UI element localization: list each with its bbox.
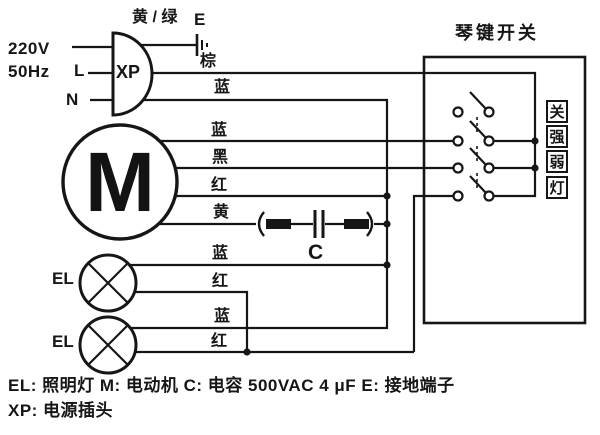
- lamp1-red-wire: [134, 290, 249, 352]
- switch-lever-1: [469, 91, 487, 110]
- lamp1-label: EL: [52, 269, 74, 288]
- wire-label-lamp1-blue: 蓝: [212, 245, 229, 262]
- legend-line-1: EL: 照明灯 M: 电动机 C: 电容 500VAC 4 μF E: 接地端子: [8, 376, 455, 395]
- capacitor-icon: [257, 210, 387, 238]
- blue-neutral-bus: [130, 98, 389, 330]
- capacitor-label: C: [308, 241, 324, 264]
- supply-voltage-label: 220V: [8, 39, 50, 58]
- switch-box: [422, 55, 587, 325]
- plug-label: XP: [116, 62, 141, 82]
- wire-label-motor-yellow: 黄: [213, 204, 230, 221]
- switch-lever-4: [469, 175, 487, 194]
- key-label-lamp: 灯: [546, 176, 568, 199]
- switch-lever-2: [469, 120, 487, 139]
- lamp-feed-wire: [412, 194, 453, 352]
- supply-frequency-label: 50Hz: [8, 62, 50, 81]
- wire-label-lamp1-red: 红: [212, 273, 229, 290]
- live-terminal-label: L: [74, 61, 85, 80]
- earth-terminal-icon: [195, 34, 208, 56]
- lamp2-icon: [78, 315, 138, 375]
- motor-circle: [61, 123, 179, 241]
- switch-lever-3: [469, 147, 487, 166]
- power-plug-icon: [111, 31, 154, 117]
- lamp1-icon: [78, 253, 138, 313]
- earth-wire-label: 黄 / 绿: [132, 9, 178, 26]
- key-label-strong: 强: [546, 125, 568, 148]
- motor-label: M: [85, 134, 155, 229]
- switch-title: 琴键开关: [455, 23, 539, 43]
- legend-line-2: XP: 电源插头: [8, 401, 114, 420]
- earth-terminal-label: E: [194, 10, 206, 29]
- wire-label-motor-black: 黑: [212, 149, 229, 166]
- switch-contacts: [452, 91, 495, 202]
- key-label-off: 关: [546, 100, 568, 123]
- wire-label-lamp2-blue: 蓝: [214, 308, 231, 325]
- junction-dots: [243, 137, 539, 356]
- lamp2-label: EL: [52, 332, 74, 351]
- wire-label-motor-red: 红: [211, 177, 228, 194]
- wire-label-brown: 棕: [200, 53, 217, 70]
- brown-wire: [152, 71, 537, 198]
- wire-label-lamp2-red: 红: [211, 333, 228, 350]
- wire-label-motor-blue: 蓝: [211, 122, 228, 139]
- neutral-terminal-label: N: [66, 90, 79, 109]
- wire-label-plug-blue: 蓝: [214, 79, 231, 96]
- key-label-weak: 弱: [546, 150, 568, 173]
